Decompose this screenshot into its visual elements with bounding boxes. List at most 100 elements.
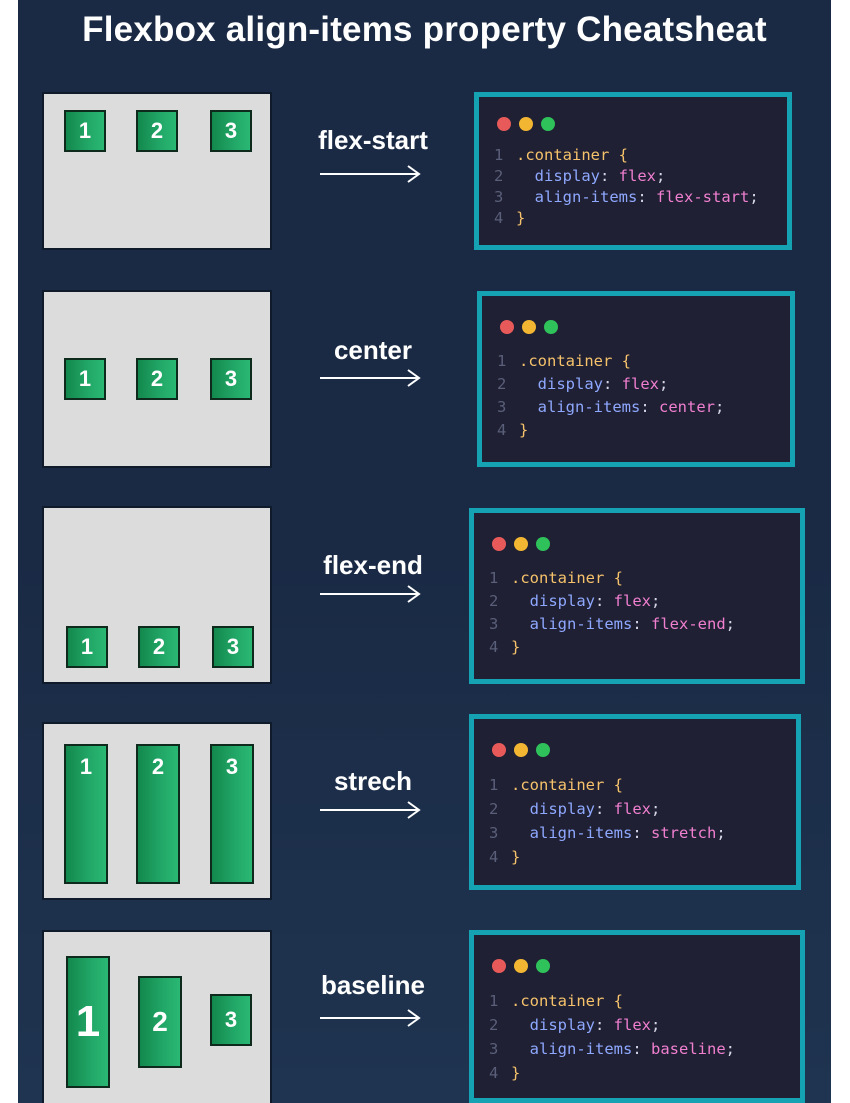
code-selector: .container <box>511 569 605 587</box>
flex-item-1: 1 <box>64 358 106 400</box>
code-brace: { <box>613 569 624 587</box>
code-value: center <box>659 398 715 416</box>
line-number: 4 <box>494 209 504 227</box>
code-value: flex <box>618 167 656 185</box>
code-editor-baseline: 1.container { 2 display: flex; 3 align-i… <box>469 930 805 1103</box>
window-dots-icon <box>492 959 550 973</box>
code-editor-flex-start: 1.container { 2 display: flex; 3 align-i… <box>474 92 792 250</box>
code-brace: { <box>618 146 629 164</box>
line-number: 2 <box>497 375 507 393</box>
line-number: 1 <box>489 569 499 587</box>
line-number: 3 <box>494 188 504 206</box>
code-brace: { <box>613 992 624 1010</box>
code-selector: .container <box>511 776 605 794</box>
code-property: align-items <box>534 188 638 206</box>
flex-item-2: 2 <box>136 744 180 884</box>
code-property: align-items <box>529 1040 633 1058</box>
flex-item-3: 3 <box>210 110 252 152</box>
code-block: 1.container { 2 display: flex; 3 align-i… <box>494 146 759 227</box>
code-value: baseline <box>651 1040 726 1058</box>
window-dots-icon <box>492 537 550 551</box>
demo-panel-baseline: 1 2 3 <box>42 930 272 1103</box>
code-selector: .container <box>516 146 610 164</box>
code-property: align-items <box>529 824 633 842</box>
line-number: 1 <box>489 776 499 794</box>
value-label-stretch: strech <box>333 766 413 796</box>
line-number: 2 <box>489 800 499 818</box>
code-brace: } <box>511 1064 521 1082</box>
code-block: 1.container { 2 display: flex; 3 align-i… <box>497 350 724 442</box>
code-value: flex <box>613 1016 651 1034</box>
code-brace: } <box>519 421 529 439</box>
line-number: 3 <box>489 1040 499 1058</box>
line-number: 3 <box>489 824 499 842</box>
code-block: 1.container { 2 display: flex; 3 align-i… <box>489 773 726 869</box>
cheatsheet-canvas: Flexbox align-items property Cheatsheat … <box>18 0 831 1103</box>
code-property: display <box>529 1016 595 1034</box>
code-editor-stretch: 1.container { 2 display: flex; 3 align-i… <box>469 714 801 890</box>
flex-item-2: 2 <box>138 976 182 1068</box>
code-block: 1.container { 2 display: flex; 3 align-i… <box>489 567 735 659</box>
flex-item-3: 3 <box>210 358 252 400</box>
code-selector: .container <box>511 992 605 1010</box>
code-selector: .container <box>519 352 613 370</box>
value-label-baseline: baseline <box>320 970 426 1000</box>
code-brace: } <box>511 848 521 866</box>
code-brace: { <box>621 352 632 370</box>
line-number: 4 <box>497 421 507 439</box>
line-number: 4 <box>489 1064 499 1082</box>
right-arrow-icon <box>320 801 421 819</box>
code-value: flex <box>613 592 651 610</box>
right-arrow-icon <box>320 165 421 183</box>
flex-item-3: 3 <box>210 744 254 884</box>
code-block: 1.container { 2 display: flex; 3 align-i… <box>489 989 735 1085</box>
line-number: 4 <box>489 638 499 656</box>
demo-panel-flex-end: 1 2 3 <box>42 506 272 684</box>
code-value: flex-end <box>651 615 726 633</box>
code-value: flex <box>621 375 659 393</box>
code-value: stretch <box>651 824 717 842</box>
right-arrow-icon <box>320 369 421 387</box>
code-property: display <box>529 592 595 610</box>
code-value: flex <box>613 800 651 818</box>
flex-item-3: 3 <box>210 994 252 1046</box>
flex-item-1: 1 <box>66 956 110 1088</box>
code-property: display <box>529 800 595 818</box>
line-number: 1 <box>489 992 499 1010</box>
window-dots-icon <box>500 320 558 334</box>
demo-panel-flex-start: 1 2 3 <box>42 92 272 250</box>
flex-item-2: 2 <box>138 626 180 668</box>
right-arrow-icon <box>320 1009 421 1027</box>
code-property: display <box>534 167 600 185</box>
line-number: 1 <box>497 352 507 370</box>
value-label-flex-end: flex-end <box>323 550 423 580</box>
flex-item-3: 3 <box>212 626 254 668</box>
line-number: 3 <box>489 615 499 633</box>
page-title: Flexbox align-items property Cheatsheat <box>82 10 767 49</box>
demo-panel-stretch: 1 2 3 <box>42 722 272 900</box>
code-brace: } <box>511 638 521 656</box>
window-dots-icon <box>497 117 555 131</box>
flex-item-2: 2 <box>136 110 178 152</box>
line-number: 4 <box>489 848 499 866</box>
flex-item-2: 2 <box>136 358 178 400</box>
line-number: 3 <box>497 398 507 416</box>
line-number: 1 <box>494 146 504 164</box>
code-editor-flex-end: 1.container { 2 display: flex; 3 align-i… <box>469 508 805 684</box>
line-number: 2 <box>489 1016 499 1034</box>
value-label-center: center <box>333 335 413 365</box>
code-property: display <box>537 375 603 393</box>
line-number: 2 <box>494 167 504 185</box>
flex-item-1: 1 <box>64 744 108 884</box>
code-value: flex-start <box>656 188 750 206</box>
line-number: 2 <box>489 592 499 610</box>
flex-item-1: 1 <box>66 626 108 668</box>
window-dots-icon <box>492 743 550 757</box>
value-label-flex-start: flex-start <box>318 125 428 155</box>
code-brace: } <box>516 209 526 227</box>
code-property: align-items <box>529 615 633 633</box>
code-editor-center: 1.container { 2 display: flex; 3 align-i… <box>477 291 795 467</box>
code-brace: { <box>613 776 624 794</box>
flex-item-1: 1 <box>64 110 106 152</box>
demo-panel-center: 1 2 3 <box>42 290 272 468</box>
